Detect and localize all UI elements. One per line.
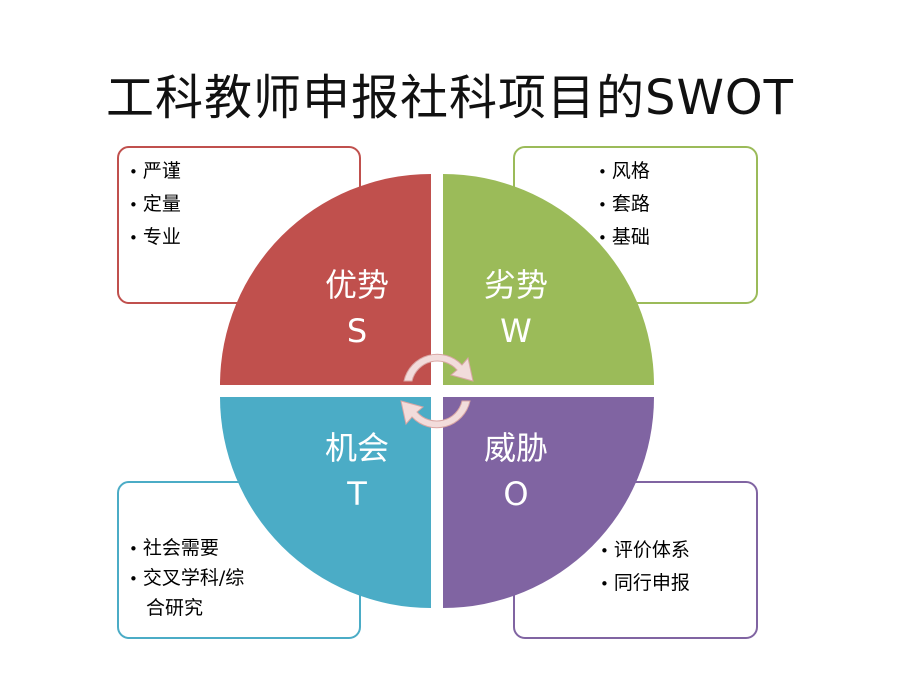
list-item: 定量 — [129, 188, 181, 221]
list-item: 风格 — [598, 155, 650, 188]
weakness-name: 劣势 — [483, 266, 548, 304]
cycle-arrows-icon — [400, 353, 474, 429]
strength-quadrant — [220, 174, 431, 385]
opportunity-quadrant — [443, 397, 654, 608]
list-item-continuation: 合研究 — [146, 597, 204, 619]
weakness-list: 风格 套路 基础 — [598, 155, 650, 254]
list-item: 同行申报 — [600, 567, 690, 600]
strength-name: 优势 — [324, 266, 389, 304]
weakness-quadrant — [443, 174, 654, 385]
threat-name: 机会 — [324, 429, 389, 467]
threat-list: 社会需要 交叉学科/综 合研究 — [129, 534, 244, 624]
list-item: 套路 — [598, 188, 650, 221]
threat-letter: T — [347, 475, 367, 513]
list-item: 专业 — [129, 221, 181, 254]
strength-label: 优势 S — [287, 262, 427, 354]
opportunity-name: 威胁 — [483, 429, 548, 467]
strength-letter: S — [346, 312, 368, 350]
list-item: 交叉学科/综 — [129, 564, 244, 594]
list-item: 严谨 — [129, 155, 181, 188]
strength-list: 严谨 定量 专业 — [129, 155, 181, 254]
threat-label: 机会 T — [287, 425, 427, 517]
list-item: 社会需要 — [129, 534, 244, 564]
list-item: 基础 — [598, 221, 650, 254]
opportunity-list: 评价体系 同行申报 — [600, 534, 690, 600]
opportunity-letter: O — [503, 475, 529, 513]
weakness-label: 劣势 W — [446, 262, 586, 354]
opportunity-label: 威胁 O — [446, 425, 586, 517]
weakness-letter: W — [500, 312, 532, 350]
slide-title: 工科教师申报社科项目的SWOT — [105, 70, 795, 126]
threat-quadrant — [220, 397, 431, 608]
list-item: 评价体系 — [600, 534, 690, 567]
